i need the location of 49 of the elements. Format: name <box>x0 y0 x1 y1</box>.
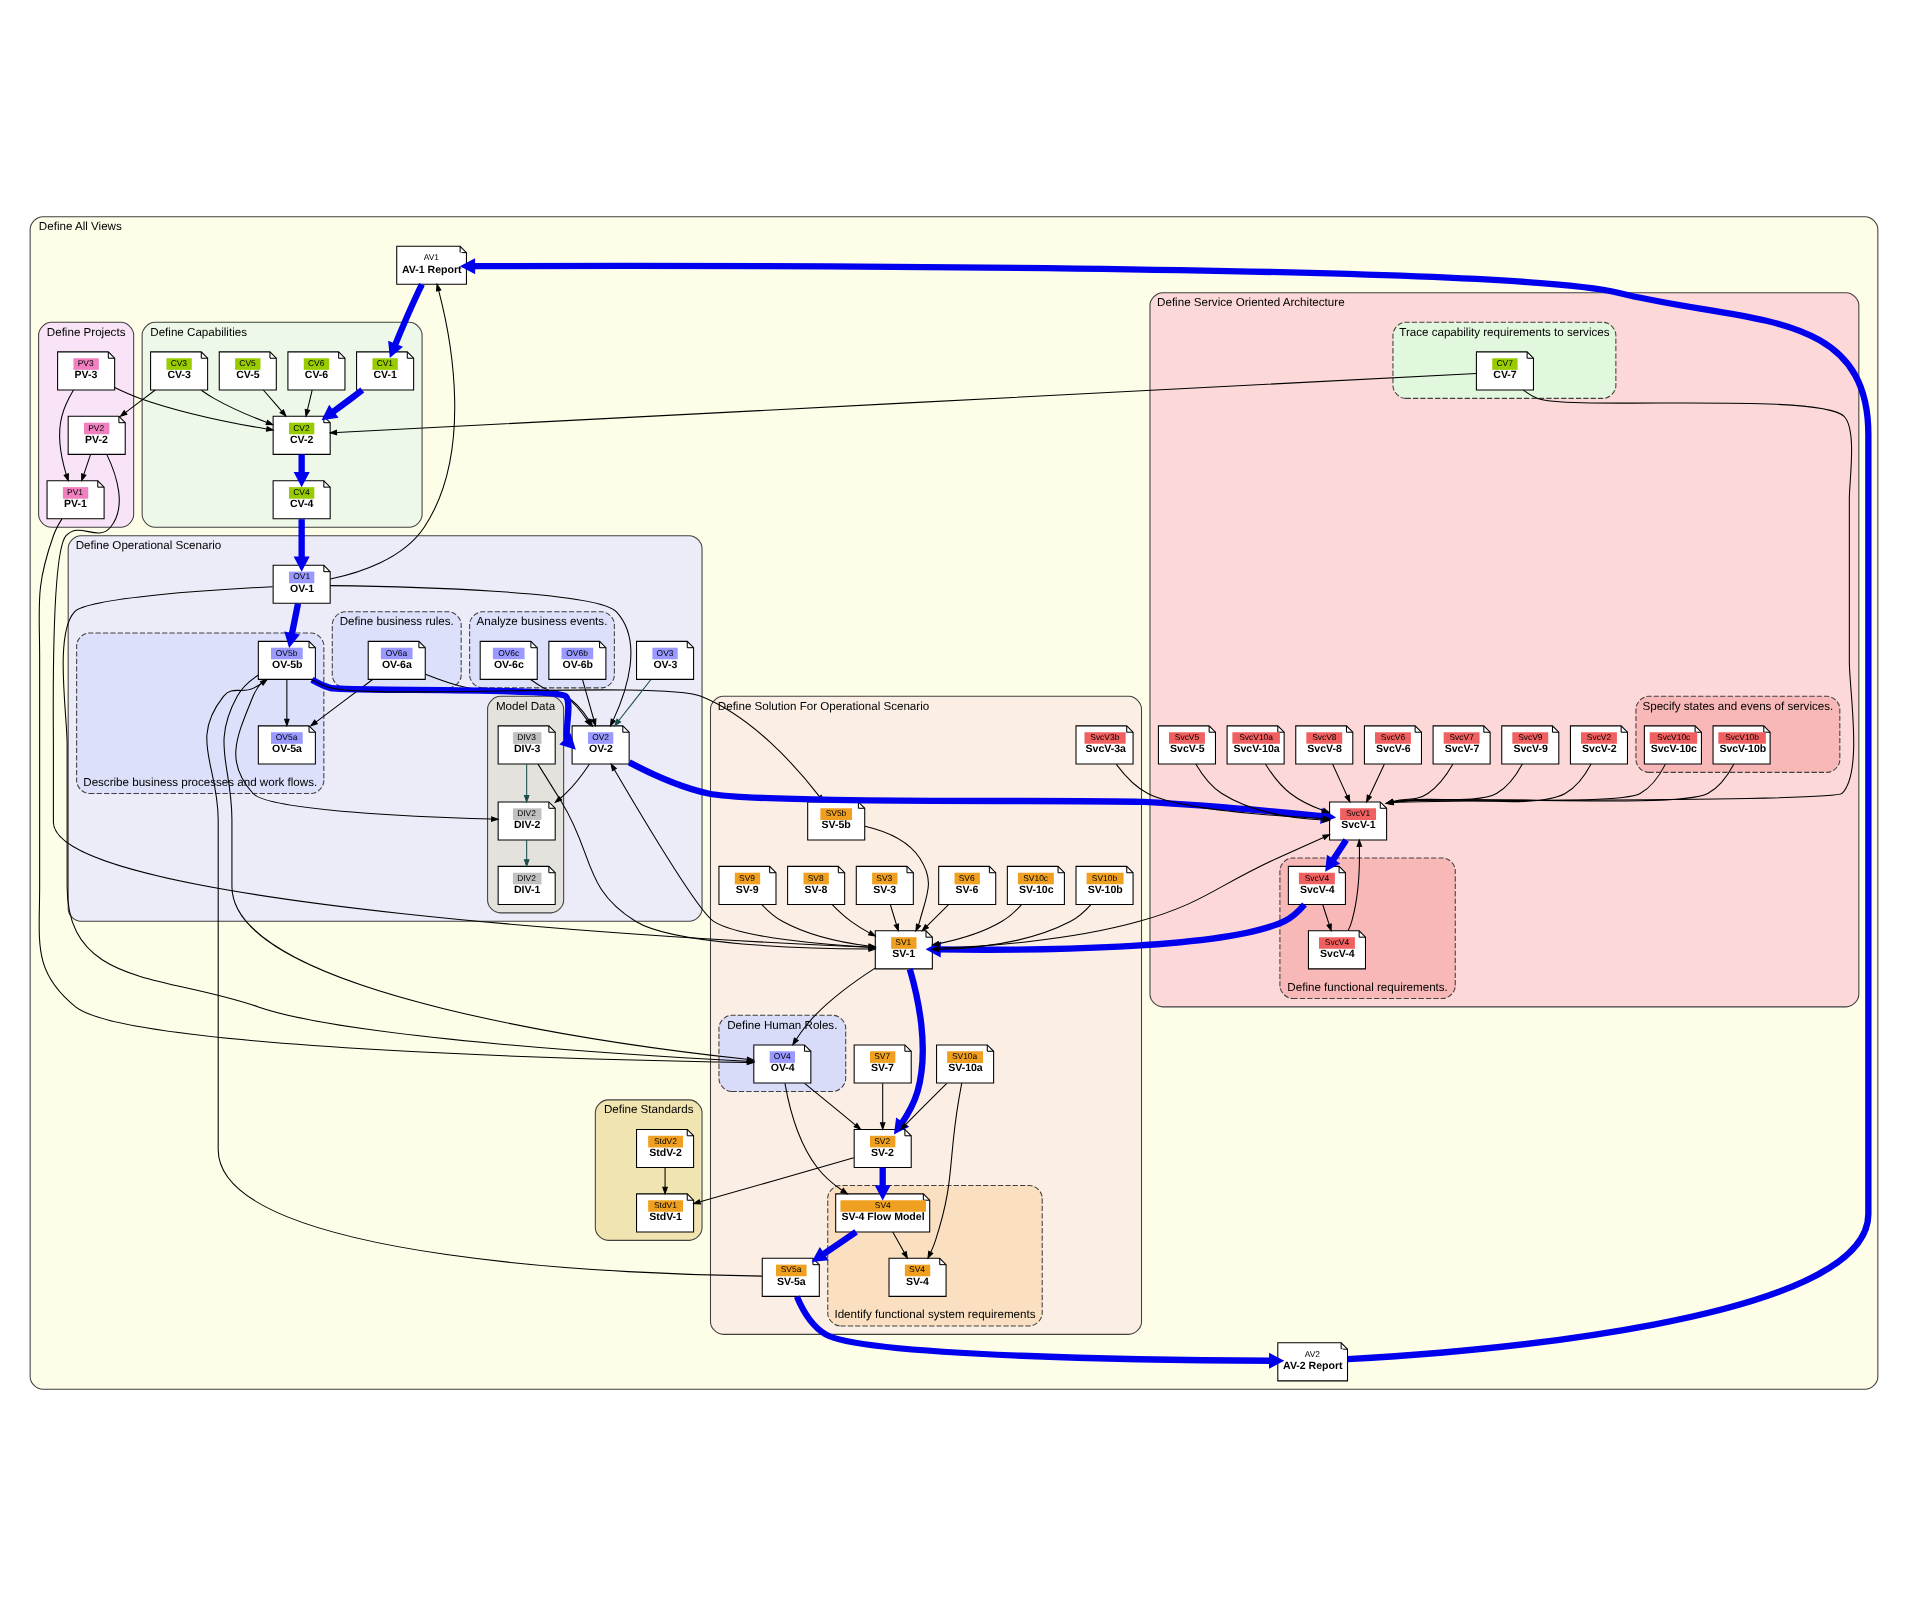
arrow <box>119 388 156 417</box>
arrow <box>309 678 374 726</box>
arrow <box>262 388 287 417</box>
arrow <box>328 371 1477 435</box>
arrow <box>293 453 310 487</box>
arrow <box>1385 762 1735 804</box>
arrow <box>1332 762 1351 803</box>
arrow <box>329 281 456 579</box>
arrow <box>831 903 877 936</box>
arrow <box>930 903 1023 946</box>
arrow <box>811 1228 858 1262</box>
arrow <box>921 902 950 931</box>
arrow <box>613 678 652 726</box>
arrow <box>200 388 275 425</box>
arrow <box>1385 762 1592 804</box>
arrow <box>459 257 1872 1362</box>
arrow <box>284 602 302 647</box>
arrow <box>804 1081 862 1130</box>
arrow <box>523 762 530 803</box>
arrow <box>889 902 900 932</box>
arrow <box>864 824 929 932</box>
arrow <box>304 388 313 417</box>
arrow <box>1385 762 1666 804</box>
arrow <box>1322 902 1332 932</box>
arrow <box>791 966 876 1045</box>
arrow <box>930 902 1092 952</box>
arrow <box>927 1081 963 1259</box>
arrow <box>1385 762 1454 804</box>
arrow <box>662 1166 669 1195</box>
arrow <box>283 678 290 727</box>
arrow <box>321 386 365 420</box>
arrow <box>879 1081 886 1130</box>
arrow <box>874 1166 891 1200</box>
arrow <box>235 678 500 822</box>
arrow <box>1365 762 1385 803</box>
arrow <box>932 833 1331 948</box>
arrow <box>59 388 75 482</box>
arrow <box>892 1230 909 1259</box>
arrow <box>523 838 530 867</box>
arrow <box>293 518 310 571</box>
arrow <box>1265 762 1331 813</box>
arrow <box>692 1156 855 1204</box>
arrow <box>794 1294 1285 1368</box>
arrow <box>784 1081 849 1194</box>
arrow <box>81 452 92 482</box>
arrow <box>1385 762 1523 804</box>
arrow <box>1347 837 1363 931</box>
arrow <box>1385 388 1855 805</box>
arrow <box>899 1081 948 1130</box>
